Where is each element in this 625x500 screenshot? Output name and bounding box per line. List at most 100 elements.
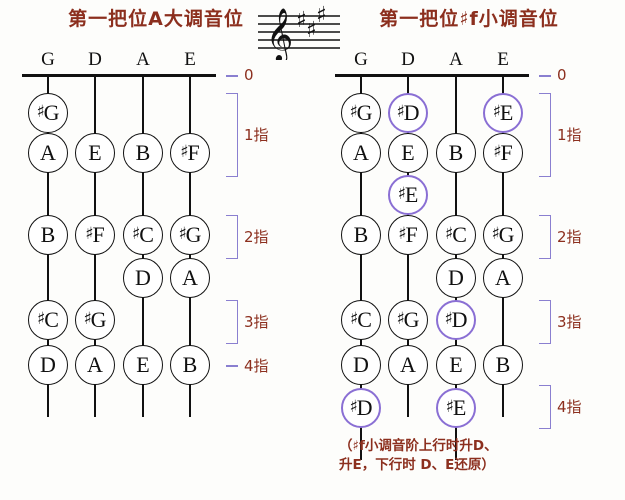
note-circle[interactable]: D [123, 258, 163, 298]
finger-label-3: 3指 [244, 313, 269, 331]
note-circle[interactable]: E [388, 133, 428, 173]
note-circle[interactable]: ♯G [75, 300, 115, 340]
finger-bracket-3 [539, 300, 551, 344]
note-circle[interactable]: ♯G [170, 215, 210, 255]
note-circle[interactable]: E [436, 345, 476, 385]
note-letter: E [404, 182, 419, 207]
note-letter: E [449, 352, 463, 377]
string-line-g [360, 74, 362, 460]
note-circle[interactable]: ♯C [436, 215, 476, 255]
sharp-icon: ♯ [36, 102, 45, 122]
string-label-d: D [401, 49, 415, 70]
note-circle[interactable]: ♯C [341, 300, 381, 340]
note-circle[interactable]: B [28, 215, 68, 255]
note-letter: A [182, 265, 198, 290]
string-label-e: E [184, 49, 196, 70]
open-string-dash [539, 75, 551, 77]
string-label-d: D [88, 49, 102, 70]
scale-note-caption: （♯f小调音阶上行时升D、 升E，下行时 D、E还原） [339, 438, 498, 473]
note-letter: E [401, 140, 415, 165]
note-letter: F [92, 222, 105, 247]
note-circle[interactable]: A [483, 258, 523, 298]
sharp-icon: ♯ [349, 397, 358, 417]
note-circle[interactable]: A [75, 345, 115, 385]
note-circle[interactable]: A [341, 133, 381, 173]
note-letter: E [88, 140, 102, 165]
note-letter: A [40, 140, 56, 165]
sharp-icon: ♯ [350, 309, 359, 329]
finger-bracket-2 [539, 215, 551, 259]
open-string-dash [226, 75, 238, 77]
svg-text:♯: ♯ [316, 3, 327, 28]
note-circle[interactable]: ♯E [436, 388, 476, 428]
note-circle[interactable]: E [75, 133, 115, 173]
note-letter: G [403, 307, 420, 332]
note-circle[interactable]: D [436, 258, 476, 298]
note-letter: C [139, 222, 154, 247]
note-letter: G [498, 222, 515, 247]
sharp-icon: ♯ [396, 102, 405, 122]
sharp-icon: ♯ [398, 224, 407, 244]
note-circle[interactable]: D [28, 345, 68, 385]
string-label-g: G [354, 49, 368, 70]
note-circle[interactable]: B [341, 215, 381, 255]
note-circle[interactable]: E [123, 345, 163, 385]
finger-bracket-4 [539, 385, 551, 429]
note-circle[interactable]: ♯G [388, 300, 428, 340]
note-circle[interactable]: A [170, 258, 210, 298]
note-letter: G [90, 307, 107, 332]
note-circle[interactable]: B [436, 133, 476, 173]
sharp-icon: ♯ [396, 309, 405, 329]
note-circle[interactable]: ♯D [436, 300, 476, 340]
note-letter: D [40, 352, 56, 377]
sharp-icon: ♯ [132, 224, 141, 244]
note-letter: B [135, 140, 151, 165]
note-letter: E [136, 352, 150, 377]
string-label-e: E [497, 49, 509, 70]
note-circle[interactable]: ♯E [388, 175, 428, 215]
note-circle[interactable]: B [123, 133, 163, 173]
music-staff: 𝄞 ♯ ♯ ♯ [258, 2, 340, 63]
note-circle[interactable]: ♯F [388, 215, 428, 255]
note-circle[interactable]: B [483, 345, 523, 385]
note-letter: D [353, 352, 369, 377]
note-circle[interactable]: A [388, 345, 428, 385]
note-letter: A [495, 265, 511, 290]
chart-title-left: 第一把位A大调音位 [68, 8, 244, 30]
string-label-a: A [449, 49, 463, 70]
finger-bracket-1 [226, 93, 238, 177]
note-circle[interactable]: B [170, 345, 210, 385]
treble-clef-icon: 𝄞 [266, 7, 293, 60]
note-circle[interactable]: ♯D [388, 93, 428, 133]
note-circle[interactable]: ♯C [28, 300, 68, 340]
sharp-icon: ♯ [445, 397, 454, 417]
note-circle[interactable]: ♯D [341, 388, 381, 428]
finger-label-1: 1指 [244, 126, 269, 144]
note-letter: E [452, 395, 467, 420]
note-letter: F [187, 140, 200, 165]
note-circle[interactable]: ♯F [170, 133, 210, 173]
finger-label-4: 4指 [557, 398, 582, 416]
open-string-label: 0 [244, 66, 254, 84]
note-letter: B [495, 352, 511, 377]
sharp-icon: ♯ [178, 224, 187, 244]
finger-bracket-3 [226, 300, 238, 344]
string-label-g: G [41, 49, 55, 70]
note-letter: E [499, 100, 514, 125]
note-circle[interactable]: ♯G [28, 93, 68, 133]
sharp-icon: ♯ [492, 102, 501, 122]
note-circle[interactable]: ♯E [483, 93, 523, 133]
note-circle[interactable]: A [28, 133, 68, 173]
note-circle[interactable]: ♯C [123, 215, 163, 255]
note-letter: F [405, 222, 418, 247]
note-letter: D [135, 265, 151, 290]
note-circle[interactable]: ♯F [75, 215, 115, 255]
note-circle[interactable]: ♯F [483, 133, 523, 173]
note-circle[interactable]: ♯G [341, 93, 381, 133]
finger-bracket-2 [226, 215, 238, 259]
note-letter: D [448, 265, 464, 290]
note-circle[interactable]: D [341, 345, 381, 385]
note-circle[interactable]: ♯G [483, 215, 523, 255]
note-letter: A [353, 140, 369, 165]
